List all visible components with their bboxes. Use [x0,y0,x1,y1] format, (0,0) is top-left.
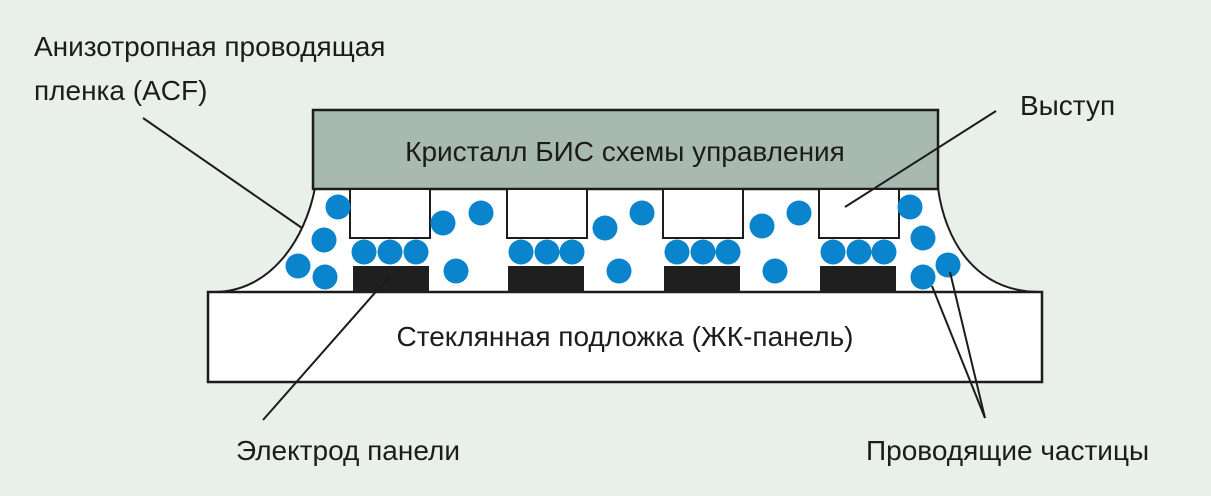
acf-label-line2: пленка (ACF) [34,75,207,106]
bump-2 [506,188,588,239]
lsi-chip [311,108,940,191]
conductive-particle [820,239,846,265]
substrate-label: Стеклянная подложка (ЖК-панель) [396,321,853,352]
conductive-particle [935,252,961,278]
conductive-particle [377,239,403,265]
particles-label: Проводящие частицы [866,435,1149,466]
conductive-particle [910,264,936,290]
conductive-particle [871,239,897,265]
conductive-particle [430,210,456,236]
bump-4 [818,188,900,239]
conductive-particle [351,239,377,265]
acf-label-line1: Анизотропная проводящая [34,31,385,62]
conductive-particle [749,213,775,239]
electrode-2 [508,266,584,292]
electrode-4 [820,266,896,292]
conductive-particle [910,225,936,251]
conductive-particles [285,194,961,290]
conductive-particle [468,200,494,226]
conductive-particle [534,239,560,265]
bump-label: Выступ [1020,90,1115,121]
acf-leader-line [142,117,303,229]
conductive-particle [690,239,716,265]
electrode-label: Электрод панели [236,435,460,466]
conductive-particle [325,194,351,220]
conductive-particle [311,227,337,253]
electrode-3 [664,266,740,292]
conductive-particle [508,239,534,265]
conductive-particle [664,239,690,265]
conductive-particle [629,200,655,226]
glass-substrate [206,290,1044,384]
bumps [349,188,900,239]
conductive-particle [285,253,311,279]
conductive-particle [559,239,585,265]
conductive-particle [762,258,788,284]
conductive-particle [715,239,741,265]
conductive-particle [592,215,618,241]
electrodes [353,266,896,292]
chip-label: Кристалл БИС схемы управления [405,136,845,167]
electrode-leader-line [262,277,389,421]
leader-lines [142,110,997,421]
bump-1 [349,188,431,239]
conductive-particle [403,239,429,265]
conductive-particle [897,194,923,220]
electrode-1 [353,266,429,292]
particle-leader-line-2 [949,271,986,419]
conductive-particle [606,258,632,284]
conductive-particle [786,200,812,226]
bump-3 [662,188,744,239]
conductive-particle [846,239,872,265]
conductive-particle [443,258,469,284]
bump-leader-line [844,110,997,208]
particle-leader-line-1 [931,285,986,419]
conductive-particle [312,264,338,290]
